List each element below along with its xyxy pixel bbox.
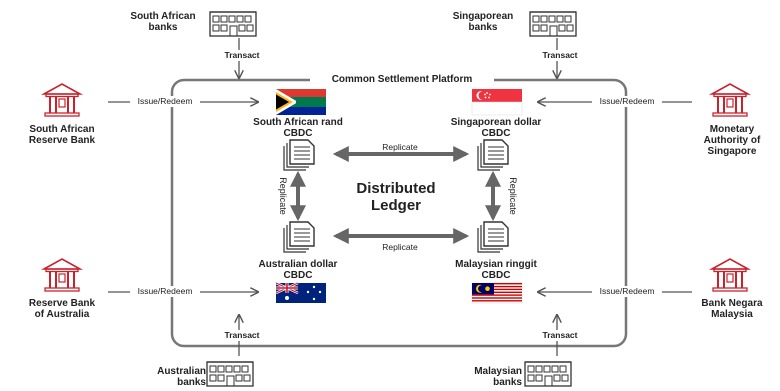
central-bank-icon-sg [711,83,749,117]
ledger-node-icon-my [477,221,509,253]
central-bank-icon-sa [43,83,81,117]
bank-building-icon-sg [529,11,577,37]
ledger-node-icon-sg [477,139,509,171]
replicate-label-top: Replicate [382,142,418,152]
transact-label-sg: Transact [532,50,588,61]
singapore-flag-icon [471,89,523,116]
replicate-label-left: Replicate [278,177,288,215]
central-bank-icon-my [711,258,749,292]
central-bank-icon-au [43,258,81,292]
replicate-label-bottom: Replicate [382,242,418,252]
bank-building-icon-sa [209,11,257,37]
transact-label-sa: Transact [214,50,270,61]
issue-redeem-label-sa: Issue/Redeem [130,96,200,107]
ledger-node-icon-sa [283,139,315,171]
replicate-label-right: Replicate [508,177,518,215]
transact-label-au: Transact [214,330,270,341]
south-africa-flag-icon [276,89,326,115]
issue-redeem-label-sg: Issue/Redeem [592,96,662,107]
malaysia-flag-icon [471,282,523,304]
platform-title: Common Settlement Platform [310,74,494,85]
ledger-node-icon-au [283,221,315,253]
issue-redeem-label-my: Issue/Redeem [592,286,662,297]
issue-redeem-label-au: Issue/Redeem [130,286,200,297]
transact-label-my: Transact [532,330,588,341]
bank-building-icon-my [524,361,572,387]
australia-flag-icon [275,281,326,303]
bank-building-icon-au [206,361,254,387]
